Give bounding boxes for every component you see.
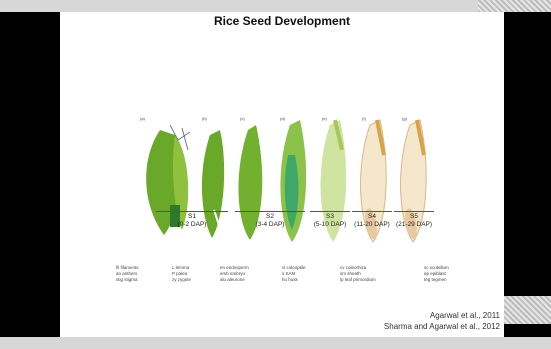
legend-item: teg tegmen [424,277,449,283]
stage-code: S1 [156,213,228,221]
legend-item: zy zygote [172,277,191,283]
stage-s4: S4 (11-20 DAP) [352,211,392,229]
panel-label-a: (a) [140,116,145,121]
references: Agarwal et al., 2011 Sharma and Agarwal … [384,310,500,332]
stage-rule [310,211,350,212]
right-letterbox [504,12,551,337]
reference-2: Sharma and Agarwal et al., 2012 [384,321,500,332]
corner-pattern [504,296,551,324]
legend-col-6: sc scutellum ep epiblast teg tegmen [424,265,449,283]
top-bar [0,0,551,12]
legend-col-1: fil filaments an anthers stig stigma [116,265,139,283]
stage-s2: S2 (3-4 DAP) [235,211,305,229]
legend-col-4: cl coleoptile s SAM hu husk [282,265,306,283]
stage-s3: S3 (5-10 DAP) [310,211,350,229]
slide: Rice Seed Development [60,12,504,337]
legend-col-5: cv coleorhiza sm sheath lp leaf primordi… [340,265,376,283]
stage-code: S5 [394,213,434,221]
stage-rule [156,211,228,212]
slide-title: Rice Seed Development [60,14,504,28]
panel-label-d: (d) [280,116,285,121]
panel-label-e: (e) [322,116,327,121]
stage-code: S2 [235,213,305,221]
stage-range: (3-4 DAP) [235,221,305,229]
panel-label-c: (c) [240,116,245,121]
legend-item: hu husk [282,277,306,283]
legend-col-3: en endosperm emb embryo alu aleurone [220,265,249,283]
stage-code: S3 [310,213,350,221]
stage-s5: S5 (21-29 DAP) [394,211,434,229]
stage-rule [235,211,305,212]
legend-item: alu aleurone [220,277,249,283]
reference-1: Agarwal et al., 2011 [384,310,500,321]
legend-col-2: L lemma P palea zy zygote [172,265,191,283]
stage-s1: S1 (0-2 DAP) [156,211,228,229]
panel-label-f: (f) [362,116,366,121]
bottom-bar [0,337,551,349]
stage-range: (0-2 DAP) [156,221,228,229]
legend-item: lp leaf primordium [340,277,376,283]
panel-label-g: (g) [402,116,407,121]
stage-range: (21-29 DAP) [394,221,434,229]
stage-rule [394,211,434,212]
left-letterbox [0,12,60,337]
stage-range: (11-20 DAP) [352,221,392,229]
legend-item: stig stigma [116,277,139,283]
stage-code: S4 [352,213,392,221]
top-pattern [478,0,551,12]
seed-figure [130,110,450,255]
stage-rule [352,211,392,212]
panel-label-b: (b) [202,116,207,121]
stage-range: (5-10 DAP) [310,221,350,229]
